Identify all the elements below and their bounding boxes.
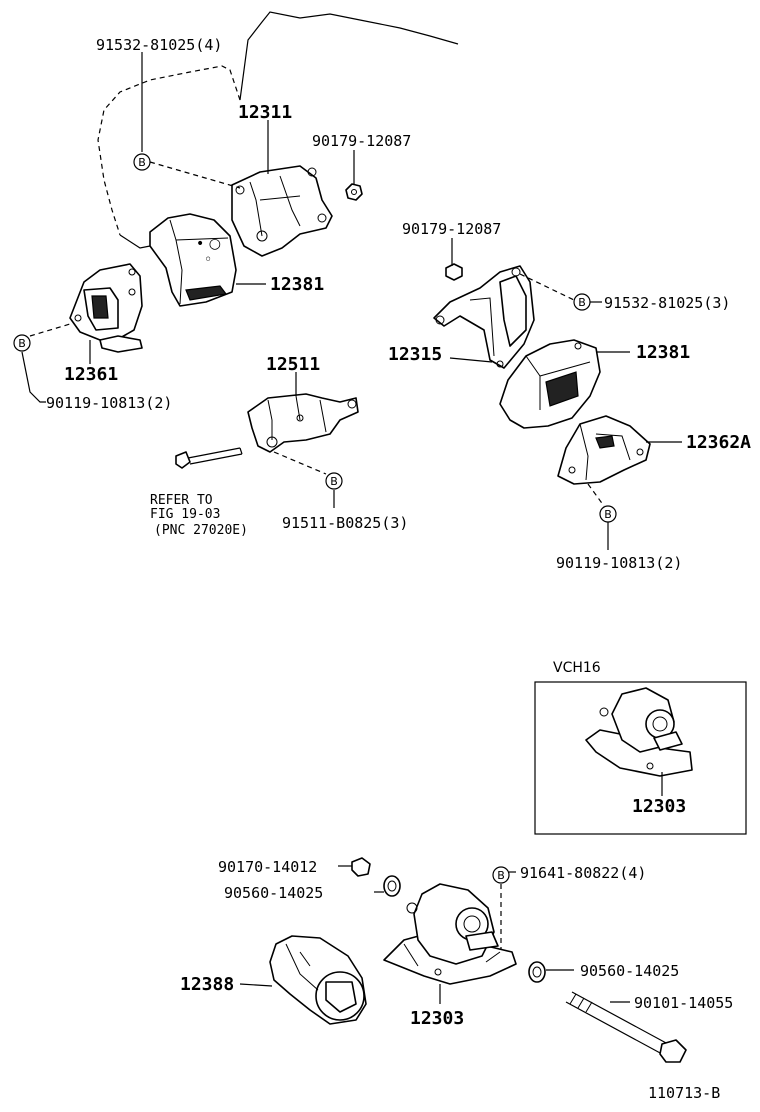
nut-90179-top <box>345 183 363 201</box>
refer-note-line3: (PNC 27020E) <box>154 523 248 538</box>
part-label-90179-top: 90179-12087 <box>312 132 411 150</box>
part-label-90560-left: 90560-14025 <box>224 884 323 902</box>
insulator-12362A <box>557 415 651 485</box>
figure-id: 110713-B <box>648 1084 720 1102</box>
leader-lines-bottom <box>239 865 630 1004</box>
insulator-12361 <box>69 263 143 353</box>
svg-text:B: B <box>578 296 586 309</box>
part-label-12381-left: 12381 <box>270 274 324 295</box>
bolt-marker-icon: B <box>492 866 510 884</box>
svg-text:• ○: • ○ <box>196 236 221 252</box>
part-label-90560-right: 90560-14025 <box>580 962 679 980</box>
part-label-12362A: 12362A <box>686 432 751 453</box>
washer-90560-right <box>528 961 546 983</box>
part-label-91511: 91511-B0825(3) <box>282 514 408 532</box>
bolt-90170 <box>351 857 371 877</box>
part-label-91532-top: 91532-81025(4) <box>96 36 222 54</box>
part-label-91532-right: 91532-81025(3) <box>604 294 730 312</box>
washer-90560-left <box>383 875 401 897</box>
engine-mount-12303-variant <box>585 687 693 796</box>
part-label-12315: 12315 <box>388 344 442 365</box>
leader-lines <box>21 52 682 550</box>
nut-90179-right <box>445 263 463 281</box>
bolt-marker-icon: B <box>599 505 617 523</box>
svg-text:B: B <box>604 508 612 521</box>
variant-label: VCH16 <box>553 660 601 676</box>
svg-text:B: B <box>138 156 146 169</box>
bolt-90101 <box>565 991 687 1063</box>
part-label-12303: 12303 <box>410 1008 464 1029</box>
insulator-12381-left: • ○ ◦ <box>149 213 237 307</box>
svg-text:B: B <box>497 869 505 882</box>
refer-note-line1: REFER TO <box>150 493 213 508</box>
part-label-90170: 90170-14012 <box>218 858 317 876</box>
engine-outline <box>97 11 459 249</box>
part-label-12381-right: 12381 <box>636 342 690 363</box>
part-label-91641: 91641-80822(4) <box>520 864 646 882</box>
part-label-90179-right: 90179-12087 <box>402 220 501 238</box>
bolt-refer <box>175 447 243 469</box>
bracket-12311 <box>231 165 333 257</box>
part-label-12361: 12361 <box>64 364 118 385</box>
bushing-12388 <box>269 935 367 1025</box>
bolt-marker-icon: B <box>13 334 31 352</box>
engine-mount-12303 <box>383 883 517 985</box>
svg-text:B: B <box>18 337 26 350</box>
part-label-90119-right: 90119-10813(2) <box>556 554 682 572</box>
part-label-12511: 12511 <box>266 354 320 375</box>
svg-text:B: B <box>330 475 338 488</box>
part-label-12388: 12388 <box>180 974 234 995</box>
insulator-12381-right <box>499 339 601 429</box>
part-label-12303-variant: 12303 <box>632 796 686 817</box>
part-label-90119-left: 90119-10813(2) <box>46 394 172 412</box>
bolt-marker-icon: B <box>133 153 151 171</box>
bracket-12511 <box>247 393 359 453</box>
bracket-12315 <box>433 265 535 369</box>
bolt-marker-icon: B <box>325 472 343 490</box>
refer-note-line2: FIG 19-03 <box>150 507 220 522</box>
svg-text:◦: ◦ <box>204 252 212 268</box>
variant-box <box>534 681 747 835</box>
part-label-90101: 90101-14055 <box>634 994 733 1012</box>
part-label-12311: 12311 <box>238 102 292 123</box>
bolt-marker-icon: B <box>573 293 591 311</box>
